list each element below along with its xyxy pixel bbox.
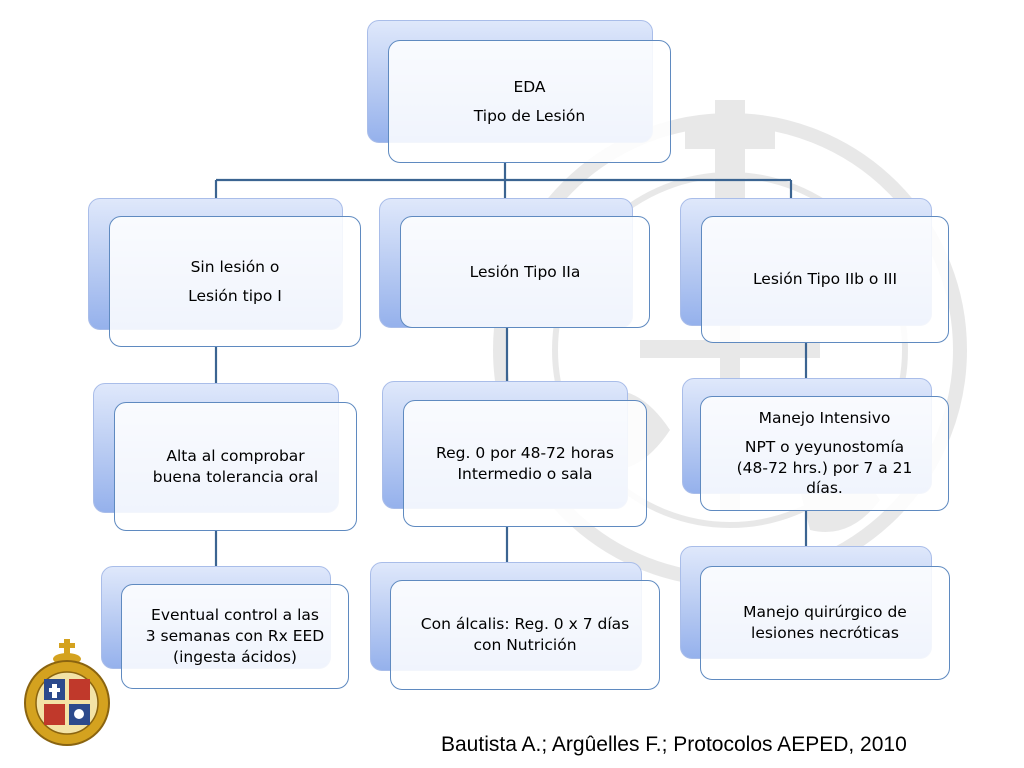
branch-1-header-label: Sin lesión o Lesión tipo I — [109, 216, 361, 347]
root-line-1: EDA — [513, 77, 546, 96]
branch-3-step-1-line-3: (48-72 hrs.) por 7 a 21 — [736, 458, 913, 477]
university-seal-icon — [24, 639, 110, 746]
branch-3-header-line-1: Lesión Tipo IIb o III — [752, 270, 898, 289]
branch-3-step-1-line-4: días. — [806, 479, 843, 498]
root-line-2: Tipo de Lesión — [473, 106, 586, 125]
branch-3-step-2-label: Manejo quirúrgico de lesiones necróticas — [700, 566, 950, 680]
branch-3-step-2-line-2: lesiones necróticas — [751, 624, 899, 642]
branch-2-step-1-line-1: Reg. 0 por 48-72 horas — [436, 443, 614, 462]
branch-3-step-1-line-2: NPT o yeyunostomía — [744, 437, 905, 456]
branch-1-header-line-2: Lesión tipo I — [188, 286, 282, 305]
citation: Bautista A.; Argûelles F.; Protocolos AE… — [441, 733, 907, 756]
branch-2-header-line-1: Lesión Tipo IIa — [469, 262, 581, 281]
branch-1-step-1-line-1: Alta al comprobar — [166, 446, 305, 465]
branch-3-step-2-line-1: Manejo quirúrgico de — [743, 603, 907, 622]
branch-1-step-2-label: Eventual control a las 3 semanas con Rx … — [121, 584, 349, 689]
branch-1-header-line-1: Sin lesión o — [190, 257, 280, 276]
root-node-label: EDA Tipo de Lesión — [388, 40, 671, 163]
branch-2-step-1-line-2: Intermedio o sala — [457, 464, 593, 483]
branch-1-step-2-line-1: Eventual control a las — [151, 606, 319, 625]
branch-1-step-1-line-2: buena tolerancia oral — [152, 467, 319, 486]
branch-2-header-label: Lesión Tipo IIa — [400, 216, 650, 328]
branch-2-step-2-line-1: Con álcalis: Reg. 0 x 7 días — [420, 615, 630, 634]
branch-2-step-1-label: Reg. 0 por 48-72 horas Intermedio o sala — [403, 400, 647, 527]
branch-1-step-2-line-2: 3 semanas con Rx EED — [145, 627, 325, 646]
branch-1-step-2-line-3: (ingesta ácidos) — [173, 647, 297, 666]
branch-3-step-1-line-1: Manejo Intensivo — [758, 408, 891, 427]
branch-1-step-1-label: Alta al comprobar buena tolerancia oral — [114, 402, 357, 531]
branch-2-step-2-label: Con álcalis: Reg. 0 x 7 días con Nutrici… — [390, 580, 660, 690]
branch-2-step-2-line-2: con Nutrición — [473, 636, 577, 654]
branch-3-header-label: Lesión Tipo IIb o III — [701, 216, 949, 343]
branch-3-step-1-label: Manejo Intensivo NPT o yeyunostomía (48-… — [700, 396, 949, 511]
